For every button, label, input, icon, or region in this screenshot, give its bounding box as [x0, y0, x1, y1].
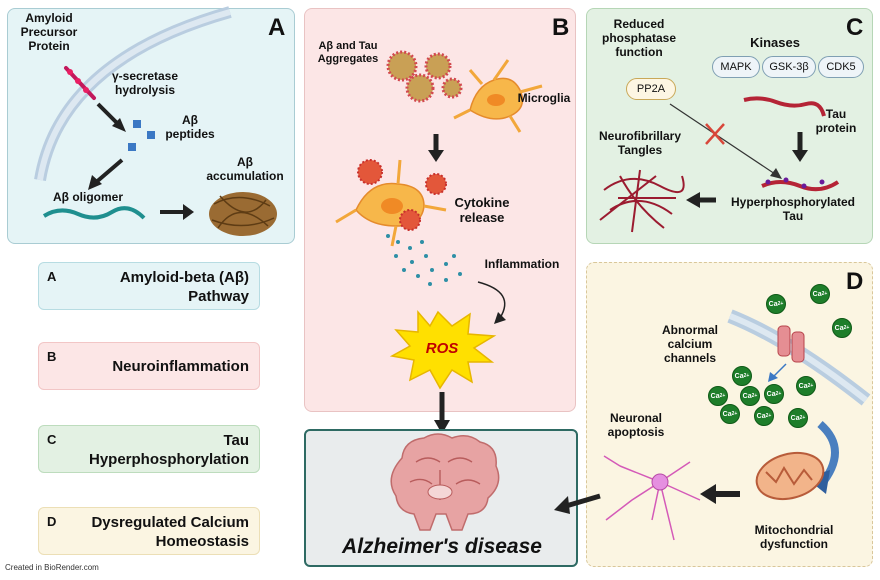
- mito-label: Mitochondrial dysfunction: [754, 523, 834, 551]
- legend-letter-d: D: [47, 514, 57, 529]
- kinase-mapk-pill: MAPK: [712, 56, 760, 78]
- neuron-icon: [603, 455, 701, 541]
- legend-letter-a: A: [47, 269, 57, 284]
- panel-a-letter: A: [268, 14, 286, 41]
- accumulation-label: Aβ accumulation: [206, 155, 284, 183]
- hyperphosphorylated-label: Hyperphosphorylated Tau: [730, 195, 856, 223]
- app-label: Amyloid Precursor Protein: [20, 11, 78, 53]
- legend-item-a: A Amyloid-beta (Aβ) Pathway: [38, 262, 260, 310]
- legend-item-b: B Neuroinflammation: [38, 342, 260, 390]
- biorender-credit: Created in BioRender.com: [5, 563, 99, 572]
- legend-item-c: C Tau Hyperphosphorylation: [38, 425, 260, 473]
- pp2a-pill: PP2A: [626, 78, 676, 100]
- legend-item-d: D Dysregulated Calcium Homeostasis: [38, 507, 260, 555]
- legend-letter-b: B: [47, 349, 57, 364]
- microglia-icon: [453, 59, 543, 133]
- cytokine-dots: [386, 234, 462, 286]
- legend-letter-c: C: [47, 432, 57, 447]
- tangles-label: Neurofibrillary Tangles: [598, 129, 682, 157]
- kinase-gsk3b-pill: GSK-3β: [762, 56, 816, 78]
- apoptosis-label: Neuronal apoptosis: [607, 411, 665, 439]
- panel-c: [586, 8, 873, 244]
- brain-icon: [390, 433, 500, 531]
- microglia-label: Microglia: [517, 91, 571, 105]
- ros-label: ROS: [425, 340, 459, 357]
- legend-text-d: Dysregulated Calcium Homeostasis: [91, 514, 249, 550]
- kinase-cdk5-pill: CDK5: [818, 56, 864, 78]
- panel-c-graphics: [599, 96, 840, 233]
- channels-label: Abnormal calcium channels: [661, 323, 718, 365]
- legend-text-a: Amyloid-beta (Aβ) Pathway: [119, 269, 249, 305]
- tau-label: Tau protein: [815, 107, 857, 135]
- panel-d-letter: D: [846, 268, 864, 295]
- aggregates-label: Aβ and Tau Aggregates: [317, 40, 379, 65]
- kinases-label: Kinases: [750, 35, 800, 50]
- inflammation-label: Inflammation: [484, 257, 560, 271]
- cytokine-label: Cytokine release: [454, 195, 510, 225]
- oligomer-label: Aβ oligomer: [53, 190, 123, 204]
- secretase-label: γ-secretase hydrolysis: [111, 69, 179, 97]
- panel-c-letter: C: [846, 14, 864, 41]
- cell-membrane-a: [34, 6, 277, 236]
- disease-label: Alzheimer's disease: [342, 535, 542, 558]
- ros-burst: [389, 309, 497, 390]
- activated-microglia-icon: [335, 159, 447, 247]
- legend-text-b: Neuroinflammation: [112, 358, 249, 375]
- aggregates-icon: [386, 50, 463, 103]
- peptides-label: Aβ peptides: [165, 113, 215, 141]
- panel-b-letter: B: [552, 14, 570, 41]
- legend-text-c: Tau Hyperphosphorylation: [88, 432, 249, 468]
- panel-b-graphics: [335, 50, 543, 434]
- phosphatase-label: Reduced phosphatase function: [601, 17, 676, 59]
- tangles-icon: [599, 169, 685, 233]
